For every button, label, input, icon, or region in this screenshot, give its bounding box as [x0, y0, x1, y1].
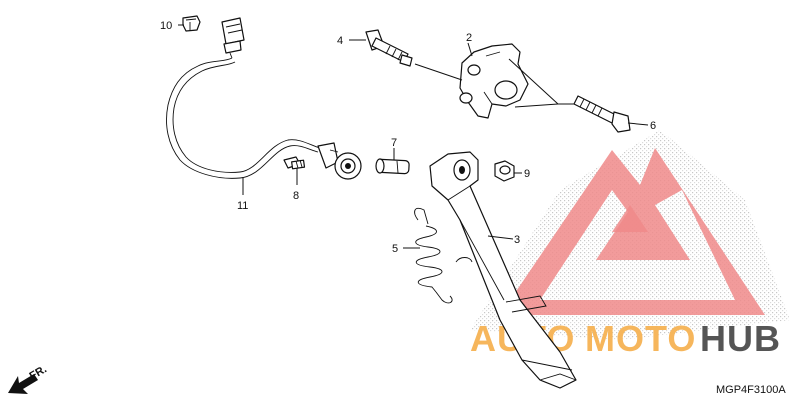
callout-6: 6 — [650, 120, 656, 132]
part-11-switch-harness — [166, 17, 362, 180]
callout-4: 4 — [337, 35, 343, 47]
part-5-spring — [414, 207, 453, 304]
diagram-code: MGP4F3100A — [716, 384, 786, 396]
callout-5: 5 — [392, 243, 398, 255]
part-3-side-stand — [429, 151, 577, 389]
leader-lines — [178, 24, 649, 249]
callout-3: 3 — [514, 234, 520, 246]
callout-2: 2 — [466, 32, 472, 44]
callout-10: 10 — [160, 20, 172, 32]
part-7-pivot-pin — [375, 158, 410, 175]
callout-11: 11 — [237, 200, 248, 212]
watermark-hub-text: HUB — [700, 318, 781, 359]
front-direction-label: FR. — [28, 363, 49, 382]
part-8-bolt — [283, 156, 306, 170]
callout-8: 8 — [293, 190, 299, 202]
part-4-bolt — [365, 29, 413, 67]
part-2-bracket — [459, 43, 529, 119]
watermark-moto-text: MOTO — [585, 318, 696, 359]
front-arrow-icon — [8, 374, 38, 394]
front-direction-indicator: FR. — [8, 363, 49, 394]
part-9-nut — [494, 160, 515, 182]
callout-9: 9 — [524, 168, 530, 180]
callout-7: 7 — [391, 137, 397, 149]
watermark-triangle-inner — [612, 205, 648, 232]
part-6-bolt — [573, 95, 631, 133]
part-10-clip — [182, 15, 201, 32]
